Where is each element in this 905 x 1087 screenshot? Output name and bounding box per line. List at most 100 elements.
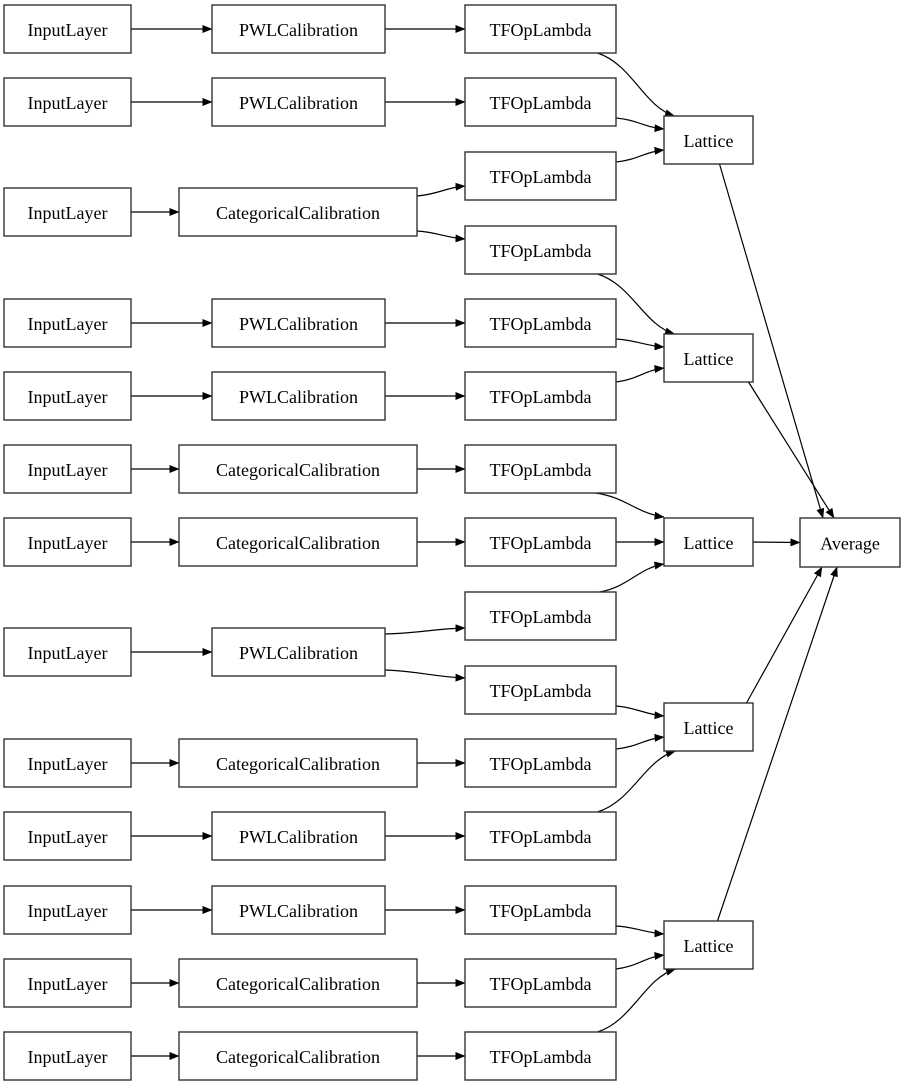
node-lattice-L2: Lattice — [663, 333, 754, 383]
node-box — [3, 77, 132, 127]
node-input-layer-il12: InputLayer — [3, 958, 132, 1008]
node-box — [211, 885, 386, 935]
node-label: TFOpLambda — [490, 314, 592, 334]
node-label: InputLayer — [28, 533, 108, 553]
node-box — [178, 517, 418, 567]
node-box — [464, 1031, 617, 1081]
node-box — [178, 738, 418, 788]
edge-t11-L4 — [615, 733, 665, 750]
node-label: InputLayer — [28, 827, 108, 847]
node-label: InputLayer — [28, 203, 108, 223]
node-label: Lattice — [684, 718, 734, 738]
node-box — [799, 517, 901, 568]
node-box — [3, 811, 132, 861]
node-label: PWLCalibration — [239, 93, 358, 113]
node-label: PWLCalibration — [239, 20, 358, 40]
node-box — [464, 151, 617, 201]
node-tfop-lambda-t3: TFOpLambda — [464, 151, 617, 201]
node-input-layer-il7: InputLayer — [3, 517, 132, 567]
node-lattice-L5: Lattice — [663, 920, 754, 970]
node-label: CategoricalCalibration — [216, 974, 380, 994]
node-pwlcalibration-c10: PWLCalibration — [211, 811, 386, 861]
node-tfop-lambda-t13: TFOpLambda — [464, 885, 617, 935]
node-lattice-L1: Lattice — [663, 115, 754, 165]
node-box — [3, 885, 132, 935]
node-pwlcalibration-c4: PWLCalibration — [211, 298, 386, 348]
node-box — [211, 77, 386, 127]
node-box — [464, 885, 617, 935]
node-tfop-lambda-t4: TFOpLambda — [464, 225, 617, 275]
node-label: Lattice — [684, 533, 734, 553]
edge-t7-L3 — [595, 492, 665, 520]
node-box — [178, 187, 418, 237]
node-input-layer-il11: InputLayer — [3, 885, 132, 935]
node-box — [464, 811, 617, 861]
node-box — [3, 4, 132, 54]
node-box — [178, 1031, 418, 1081]
node-box — [464, 298, 617, 348]
edge-t13-L5 — [615, 925, 665, 938]
node-average-avg: Average — [799, 517, 901, 568]
node-label: CategoricalCalibration — [216, 460, 380, 480]
node-tfop-lambda-t8: TFOpLambda — [464, 517, 617, 567]
node-box — [464, 4, 617, 54]
node-label: InputLayer — [28, 1047, 108, 1067]
node-label: InputLayer — [28, 20, 108, 40]
node-lattice-L4: Lattice — [663, 702, 754, 752]
node-categorical-calibration-c13: CategoricalCalibration — [178, 1031, 418, 1081]
node-tfop-lambda-t7: TFOpLambda — [464, 444, 617, 494]
edge-t14-L5 — [615, 952, 665, 970]
node-label: PWLCalibration — [239, 901, 358, 921]
edge-t15-L5 — [597, 967, 676, 1033]
edge-L5-avg — [716, 566, 838, 922]
node-tfop-lambda-t9: TFOpLambda — [464, 591, 617, 641]
edge-t6-L2 — [615, 365, 665, 383]
node-box — [211, 298, 386, 348]
node-tfop-lambda-t10: TFOpLambda — [464, 665, 617, 715]
node-label: Lattice — [684, 349, 734, 369]
node-tfop-lambda-t15: TFOpLambda — [464, 1031, 617, 1081]
edge-t9-L3 — [599, 561, 665, 593]
node-label: InputLayer — [28, 754, 108, 774]
node-input-layer-il13: InputLayer — [3, 1031, 132, 1081]
node-label: TFOpLambda — [490, 681, 592, 701]
node-box — [3, 371, 132, 421]
node-label: TFOpLambda — [490, 901, 592, 921]
node-pwlcalibration-c1: PWLCalibration — [211, 4, 386, 54]
node-pwlcalibration-c8: PWLCalibration — [211, 627, 386, 677]
node-lattice-L3: Lattice — [663, 517, 754, 567]
node-box — [211, 4, 386, 54]
node-pwlcalibration-c11: PWLCalibration — [211, 885, 386, 935]
node-label: TFOpLambda — [490, 827, 592, 847]
node-box — [3, 298, 132, 348]
node-input-layer-il9: InputLayer — [3, 738, 132, 788]
edge-c8-t10 — [384, 669, 466, 682]
node-tfop-lambda-t6: TFOpLambda — [464, 371, 617, 421]
node-box — [3, 627, 132, 677]
node-box — [663, 333, 754, 383]
node-label: TFOpLambda — [490, 1047, 592, 1067]
node-label: TFOpLambda — [490, 533, 592, 553]
nodes-layer: InputLayerInputLayerInputLayerInputLayer… — [3, 4, 901, 1081]
node-box — [464, 591, 617, 641]
node-box — [663, 517, 754, 567]
node-label: InputLayer — [28, 460, 108, 480]
node-box — [3, 958, 132, 1008]
edge-L4-avg — [745, 566, 823, 704]
node-categorical-calibration-c9: CategoricalCalibration — [178, 738, 418, 788]
node-label: TFOpLambda — [490, 460, 592, 480]
node-box — [464, 738, 617, 788]
edge-c3-t3 — [416, 182, 466, 197]
node-label: CategoricalCalibration — [216, 203, 380, 223]
node-box — [464, 665, 617, 715]
edge-L2-avg — [747, 381, 835, 519]
node-label: TFOpLambda — [490, 167, 592, 187]
node-input-layer-il5: InputLayer — [3, 371, 132, 421]
node-box — [663, 115, 754, 165]
edge-t2-L1 — [615, 117, 665, 133]
node-box — [663, 702, 754, 752]
node-box — [3, 1031, 132, 1081]
node-box — [211, 811, 386, 861]
node-tfop-lambda-t11: TFOpLambda — [464, 738, 617, 788]
